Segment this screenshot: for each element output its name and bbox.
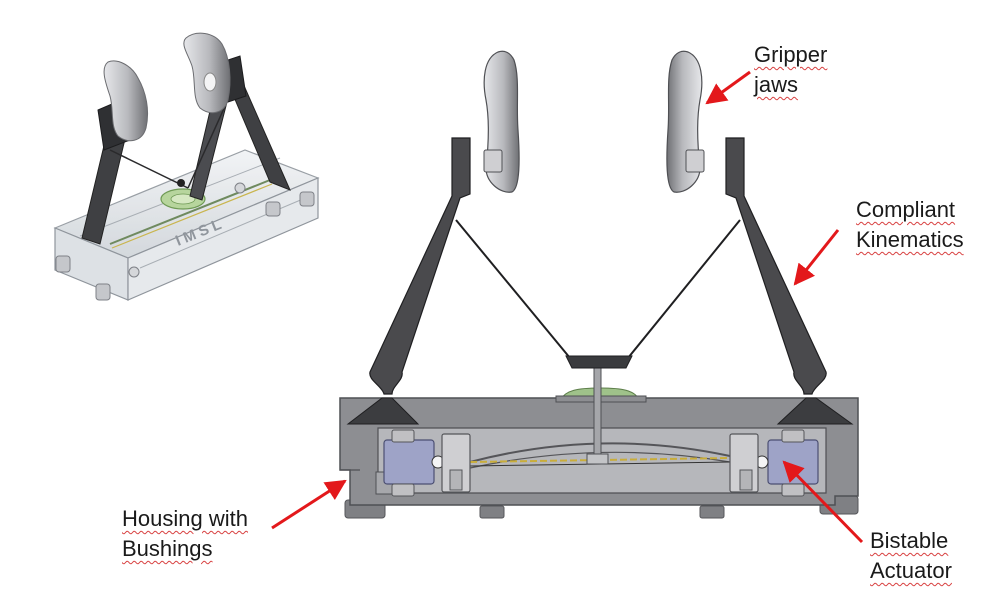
center-bridge bbox=[565, 355, 633, 369]
isometric-view: IMSL bbox=[53, 32, 320, 301]
label-line: Kinematics bbox=[856, 227, 964, 252]
label-housing: Housing with Bushings bbox=[122, 504, 248, 564]
section-view bbox=[339, 50, 859, 519]
iso-right-jaw bbox=[183, 32, 231, 114]
callout-arrows bbox=[271, 70, 864, 544]
label-line: Gripper bbox=[754, 42, 828, 67]
left-link bbox=[369, 137, 471, 395]
right-link bbox=[725, 137, 827, 395]
right-mount bbox=[776, 397, 854, 425]
arrow-compliant-kinematics bbox=[793, 229, 840, 286]
housing-foot bbox=[479, 505, 505, 519]
center-rod bbox=[593, 365, 602, 461]
label-line: Bushings bbox=[122, 536, 213, 561]
label-compliant-kinematics: Compliant Kinematics bbox=[856, 195, 964, 255]
label-line: Housing with bbox=[122, 506, 248, 531]
label-gripper-jaws: Gripper jaws bbox=[754, 40, 827, 100]
arrow-housing bbox=[271, 479, 347, 530]
label-line: Actuator bbox=[870, 558, 952, 583]
left-mount bbox=[346, 397, 420, 425]
actuator-right bbox=[729, 429, 819, 497]
arrow-gripper-jaws bbox=[705, 70, 751, 105]
label-line: Bistable bbox=[870, 528, 949, 553]
label-line: jaws bbox=[754, 72, 799, 97]
housing-foot bbox=[699, 505, 725, 519]
iso-left-jaw bbox=[103, 60, 149, 142]
arrow-actuator bbox=[782, 460, 864, 544]
label-actuator: Bistable Actuator bbox=[870, 526, 952, 586]
actuator-left bbox=[383, 429, 471, 497]
label-line: Compliant bbox=[856, 197, 956, 222]
